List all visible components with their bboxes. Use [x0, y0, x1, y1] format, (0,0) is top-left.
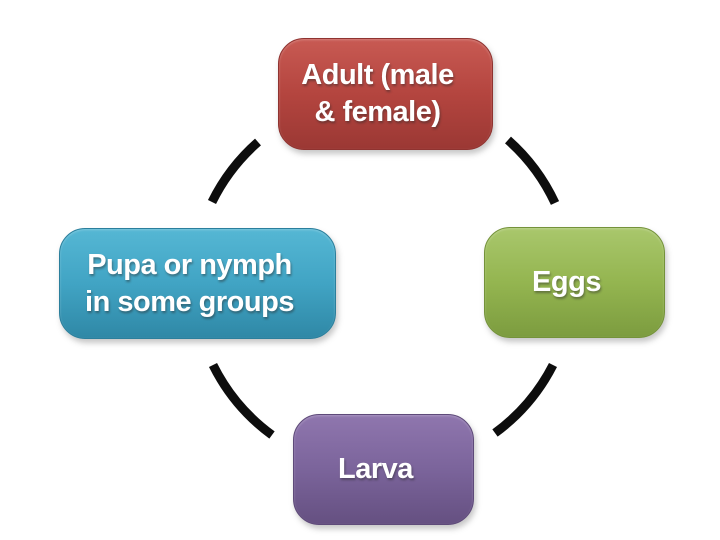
node-label-line: Larva — [338, 453, 413, 485]
cycle-node-larva: Larva — [293, 414, 474, 525]
node-label-line: in some groups — [85, 285, 294, 318]
cycle-arc-pupa-to-adult — [207, 138, 262, 205]
node-label-line: Pupa or nymph — [87, 248, 292, 281]
cycle-arc-adult-to-eggs — [504, 136, 560, 205]
node-label-line: Eggs — [532, 266, 601, 298]
cycle-arc-eggs-to-larva — [492, 362, 558, 437]
cycle-node-eggs: Eggs — [484, 227, 665, 338]
node-label-line: & female) — [314, 96, 441, 128]
cycle-arc-larva-to-pupa — [208, 362, 275, 439]
cycle-node-pupa: Pupa or nymph in some groups — [59, 228, 336, 339]
node-label-line: Adult (male — [301, 59, 454, 91]
cycle-node-adult: Adult (male & female) — [278, 38, 493, 150]
